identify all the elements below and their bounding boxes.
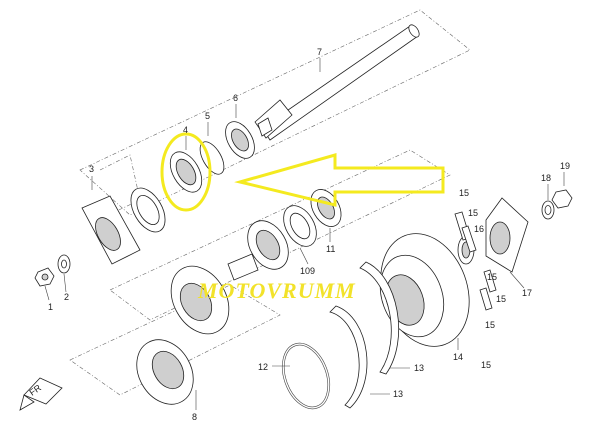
part-number-15c: 15: [487, 272, 497, 282]
front-direction-marker: FR: [19, 377, 63, 411]
bearing-6: [225, 121, 255, 159]
nut-19: [551, 189, 573, 209]
bolts-15: [454, 211, 497, 311]
part-number-3: 3: [89, 164, 94, 174]
shaft-part: [254, 24, 420, 141]
part-number-15b: 15: [468, 208, 478, 218]
seal-4: [169, 151, 203, 193]
shim-13: [329, 261, 399, 409]
part-number-15a: 15: [459, 188, 469, 198]
part-number-8: 8: [192, 412, 197, 422]
part-number-labels: 1 2 3 4 5 6 7 8 9 10 11 12 13 13 14 15 1…: [48, 47, 570, 422]
part-number-17: 17: [522, 288, 532, 298]
part-number-6: 6: [233, 93, 238, 103]
part-number-15d: 15: [496, 294, 506, 304]
part-number-19: 19: [560, 161, 570, 171]
part-number-12: 12: [258, 362, 268, 372]
highlight-circle: [160, 132, 212, 212]
highlight-annotation: [160, 132, 445, 212]
highlight-arrow: [234, 153, 445, 207]
part-number-14: 14: [453, 352, 463, 362]
part-number-15e: 15: [485, 320, 495, 330]
part-number-1: 1: [48, 302, 53, 312]
part-number-13b: 13: [393, 389, 403, 399]
flange-plate: [81, 195, 141, 265]
cover-3: [130, 187, 166, 233]
part-number-13a: 13: [414, 363, 424, 373]
ring-gear: [136, 339, 194, 405]
leader-lines: [44, 58, 565, 410]
part-number-4: 4: [183, 125, 188, 135]
washer-18: [541, 200, 555, 220]
nut-1: [34, 267, 55, 287]
part-number-18: 18: [541, 173, 551, 183]
part-number-2: 2: [64, 292, 69, 302]
part-number-7: 7: [317, 47, 322, 57]
washer-2: [57, 254, 71, 274]
o-ring-12: [281, 342, 331, 410]
watermark-text: MOTOVRUMM: [197, 278, 356, 303]
part-number-16: 16: [474, 224, 484, 234]
part-number-15f: 15: [481, 360, 491, 370]
pinion-gear: [170, 253, 259, 335]
part-number-5: 5: [205, 111, 210, 121]
part-number-9: 9: [310, 266, 315, 276]
part-number-11: 11: [326, 244, 335, 254]
needle-bearing: [283, 205, 317, 247]
part-number-10: 10: [300, 266, 310, 276]
flange-17: [485, 197, 529, 273]
